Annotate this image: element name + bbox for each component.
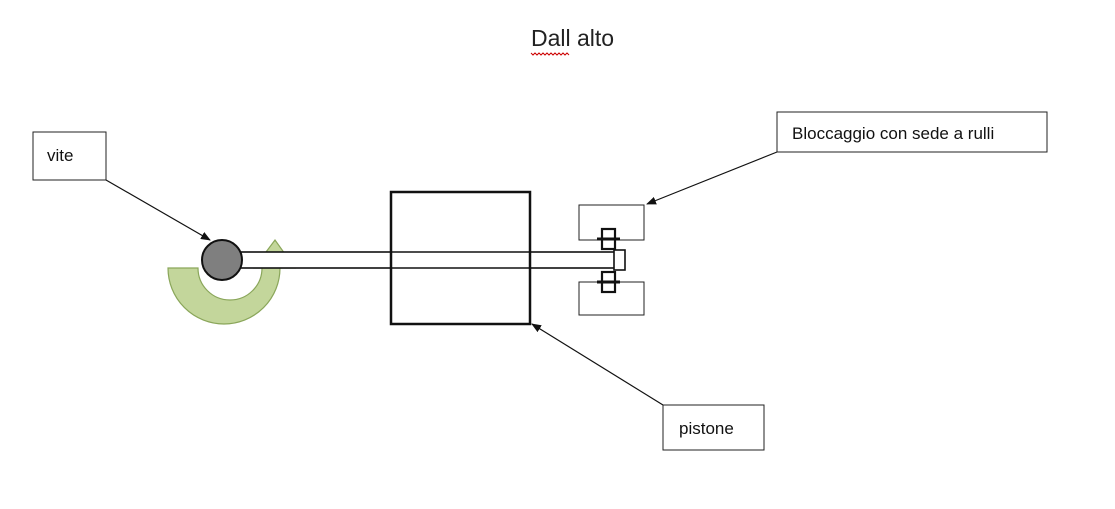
pointer-arrow-bloccaggio bbox=[646, 151, 778, 205]
diagram-title: Dall alto bbox=[531, 25, 614, 51]
lower-roller bbox=[597, 270, 620, 294]
screw-circle-icon bbox=[201, 239, 243, 281]
upper-roller bbox=[597, 227, 620, 251]
piston-block bbox=[389, 190, 532, 326]
label-pistone: pistone bbox=[679, 419, 734, 438]
label-bloccaggio: Bloccaggio con sede a rulli bbox=[792, 124, 994, 143]
pointer-arrow-vite bbox=[105, 179, 211, 241]
pointer-arrow-pistone bbox=[531, 323, 664, 406]
label-box-vite: vite bbox=[32, 131, 107, 181]
label-vite: vite bbox=[47, 146, 73, 165]
label-box-pistone: pistone bbox=[662, 404, 765, 451]
label-box-bloccaggio: Bloccaggio con sede a rulli bbox=[776, 111, 1048, 153]
rod-end-cap bbox=[613, 249, 626, 271]
spellcheck-underline bbox=[530, 52, 570, 56]
